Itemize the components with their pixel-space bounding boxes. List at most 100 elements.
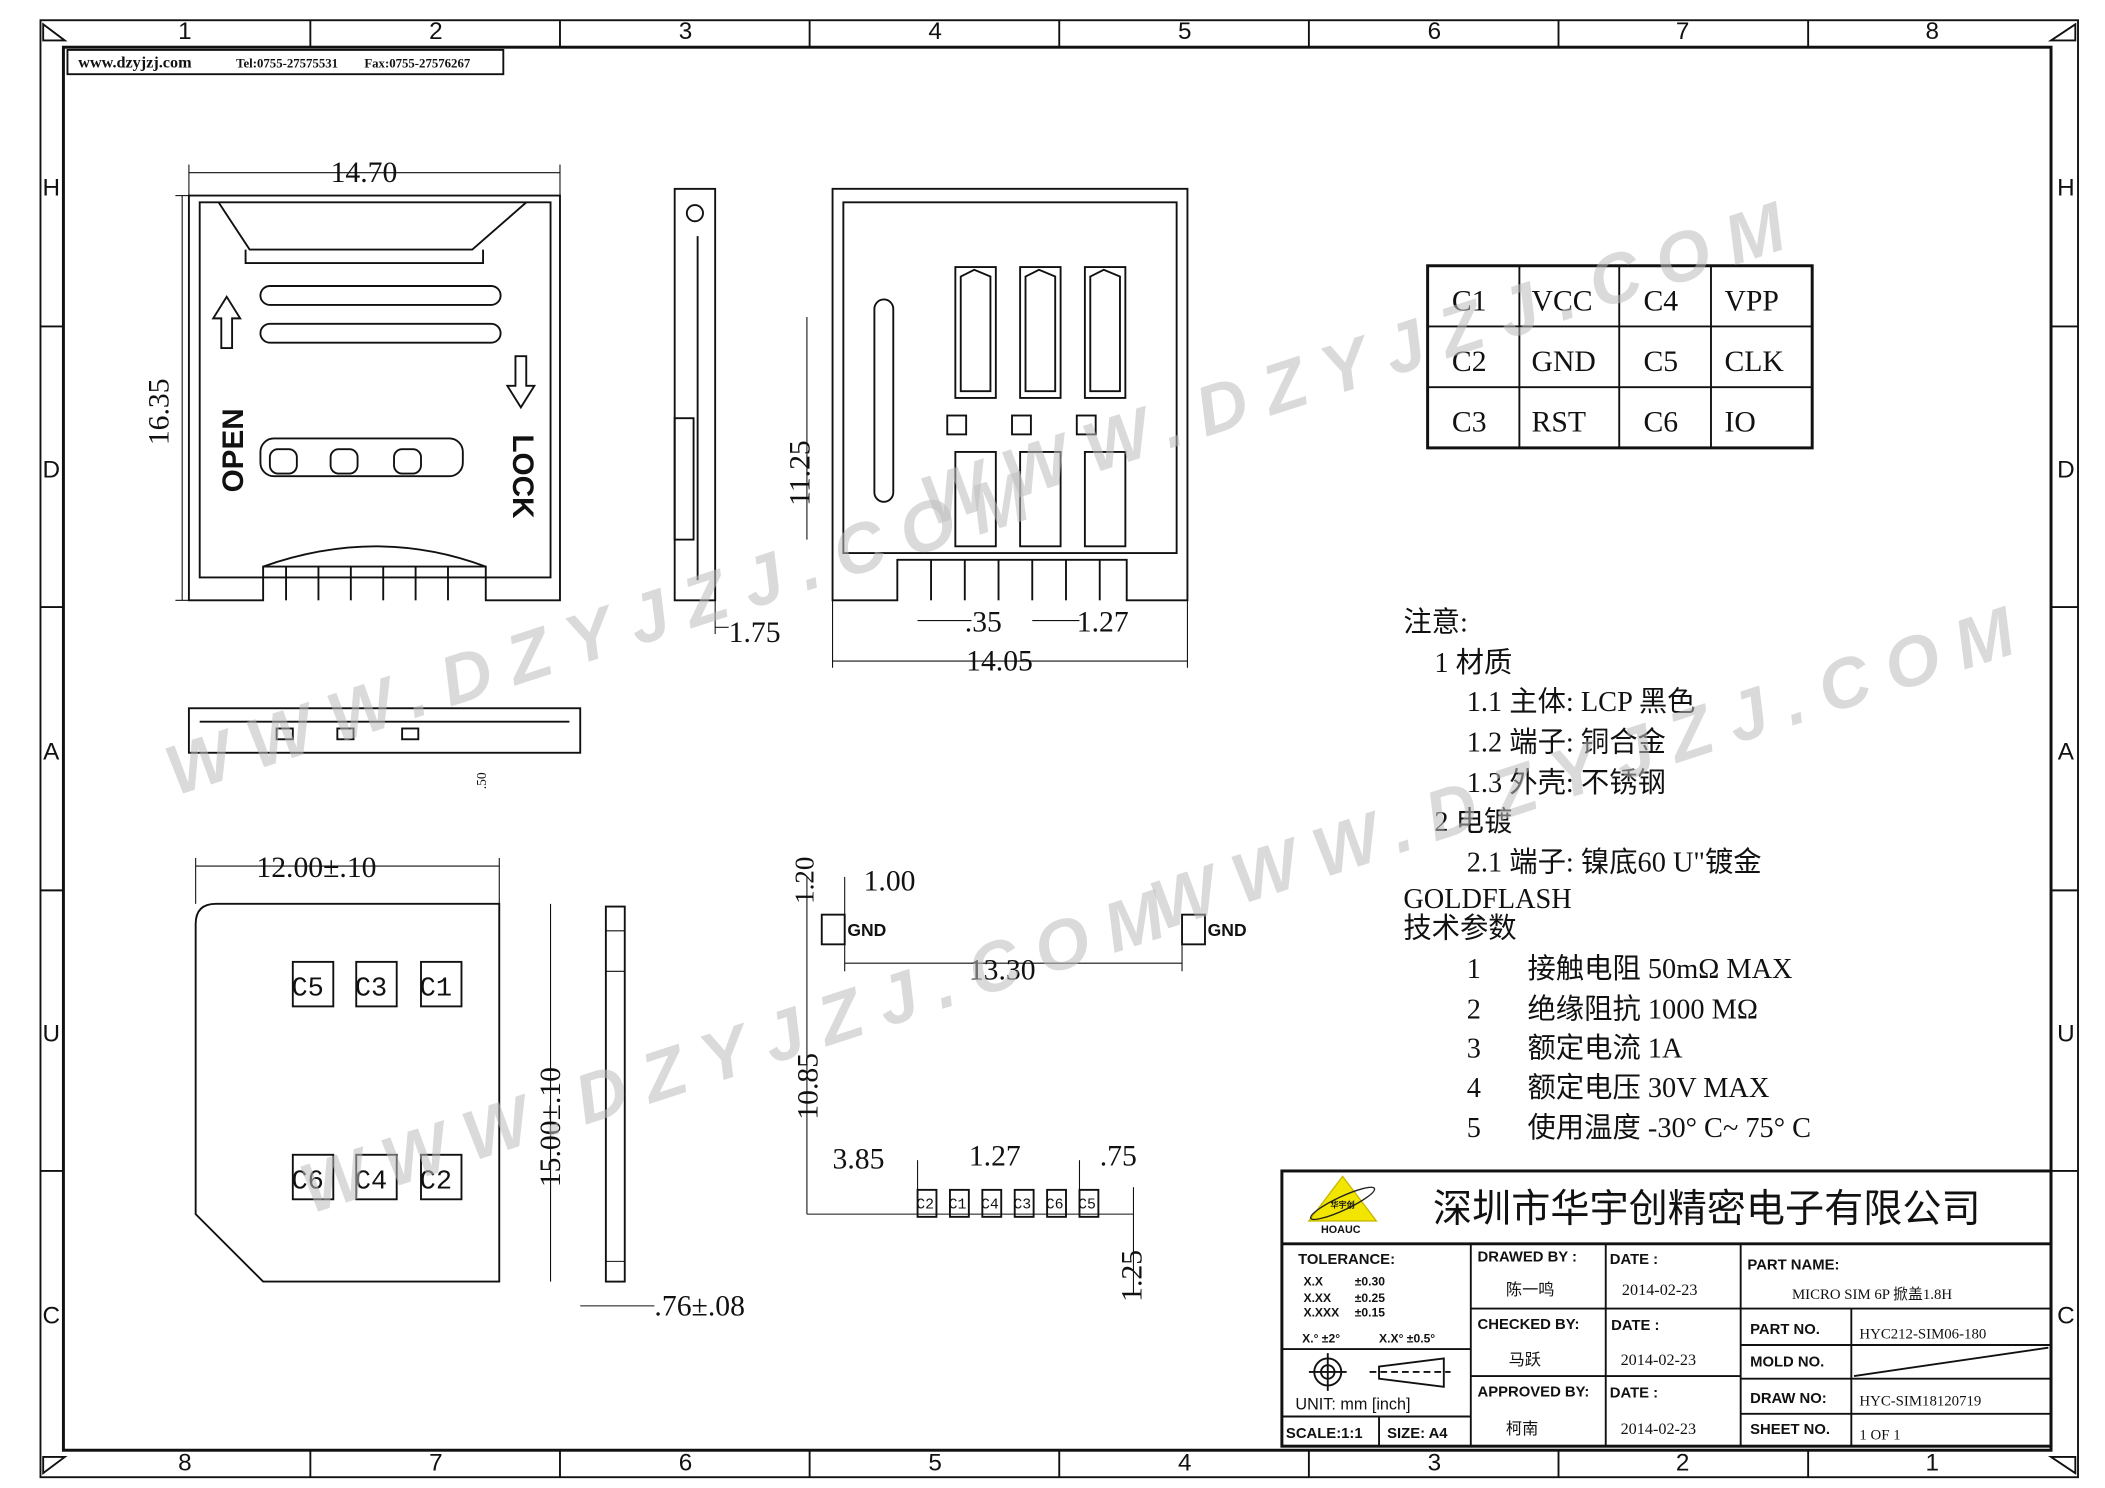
tol-key: X.XX — [1303, 1291, 1331, 1305]
inner-frame — [61, 45, 2053, 1452]
param-num: 1 — [1467, 954, 1481, 985]
dim-bottom-pitch: .35 — [965, 606, 1002, 638]
tol-key: X.X — [1303, 1275, 1323, 1289]
note-line: GOLDFLASH — [1403, 884, 1571, 915]
grid-col-bottom: 5 — [928, 1449, 942, 1476]
tol-val: ±0.15 — [1355, 1306, 1386, 1320]
title-block — [1280, 1169, 2053, 1448]
grid-col-top: 4 — [928, 18, 942, 45]
param-text: 接触电阻 50mΩ MAX — [1527, 953, 1792, 985]
notes: 注意: 1 材质 1.1 主体: LCP 黑色 1.2 端子: 铜合金 1.3 … — [1403, 606, 1811, 1144]
note-line: 1.3 外壳: 不锈钢 — [1467, 767, 1666, 799]
date-approved: 2014-02-23 — [1621, 1420, 1697, 1438]
card-contact: C1 — [420, 975, 452, 1005]
grid-row-right: A — [2058, 739, 2075, 766]
grid-row-right: D — [2057, 457, 2075, 484]
dim-side: 1.75 — [729, 617, 781, 649]
pin-cell: C2 — [1452, 346, 1487, 378]
tol-key: X.XXX — [1303, 1306, 1339, 1320]
grid-col-bottom: 7 — [429, 1449, 443, 1476]
dim-127: 1.27 — [969, 1141, 1021, 1173]
pad-label: C5 — [1078, 1198, 1096, 1214]
sim-card-view — [194, 857, 655, 1307]
draw-no: HYC-SIM18120719 — [1859, 1394, 1981, 1410]
notes-title: 注意: — [1403, 606, 1468, 638]
dim-card-thickness: .76±.08 — [654, 1290, 744, 1322]
card-contact: C6 — [291, 1168, 323, 1198]
pad-label: C2 — [916, 1198, 934, 1214]
dim-1085: 10.85 — [793, 1053, 825, 1120]
label-open: OPEN — [217, 408, 250, 492]
pad-label: C6 — [1046, 1198, 1064, 1214]
grid-col-top: 6 — [1428, 18, 1442, 45]
dim-bottom-pitch2: 1.27 — [1077, 606, 1129, 638]
pin-cell: C3 — [1452, 407, 1487, 439]
dim-top-width: 14.70 — [331, 157, 398, 189]
approved-by-label: APPROVED BY: — [1478, 1384, 1590, 1400]
grid-row-right: C — [2057, 1302, 2075, 1329]
pad-label: C3 — [1013, 1198, 1031, 1214]
watermarks: WWW.DZYJZJ.COM WWW.DZYJZJ.COM WWW.DZYJZJ… — [156, 181, 2042, 1229]
pin-cell: CLK — [1724, 346, 1784, 378]
note-line: 1.2 端子: 铜合金 — [1467, 726, 1666, 758]
sheet-no: 1 OF 1 — [1859, 1427, 1900, 1443]
note-line: 1 材质 — [1434, 647, 1512, 679]
top-view — [175, 164, 561, 602]
gnd-left: GND — [847, 920, 886, 940]
pin-cell: C4 — [1644, 285, 1679, 317]
grid-row-left: D — [43, 457, 61, 484]
dim-120: 1.20 — [790, 857, 820, 904]
tol-val: ±0.30 — [1355, 1275, 1386, 1289]
pin-cell: RST — [1532, 407, 1586, 439]
pad-label: C4 — [981, 1198, 999, 1214]
param-text: 使用温度 -30° C~ 75° C — [1527, 1112, 1811, 1144]
pin-cell: C5 — [1644, 346, 1679, 378]
checked-by: 马跃 — [1509, 1351, 1541, 1369]
checked-by-label: CHECKED BY: — [1478, 1317, 1580, 1333]
param-num: 5 — [1467, 1113, 1481, 1144]
scale: SCALE:1:1 — [1286, 1426, 1363, 1442]
param-num: 4 — [1467, 1073, 1481, 1104]
dim-125: 1.25 — [1117, 1250, 1149, 1302]
tolerance-label: TOLERANCE: — [1298, 1252, 1395, 1268]
bottom-view — [806, 187, 1189, 668]
date-label: DATE : — [1611, 1318, 1659, 1334]
param-text: 额定电压 30V MAX — [1527, 1072, 1769, 1104]
grid-col-bottom: 1 — [1926, 1449, 1940, 1476]
header-fax: Fax:0755-27576267 — [364, 56, 471, 70]
side-view — [673, 187, 729, 635]
card-contact: C3 — [355, 975, 387, 1005]
pin-cell: C6 — [1644, 407, 1679, 439]
pin-cell: VPP — [1724, 285, 1778, 317]
dim-385: 3.85 — [833, 1143, 885, 1175]
grid-col-bottom: 8 — [178, 1449, 192, 1476]
approved-by: 柯南 — [1506, 1420, 1538, 1438]
card-contact: C2 — [420, 1168, 452, 1198]
part-no-label: PART NO. — [1750, 1322, 1820, 1338]
grid-col-bottom: 6 — [679, 1449, 693, 1476]
dim-75: .75 — [1100, 1141, 1137, 1173]
drawed-by: 陈一鸣 — [1506, 1281, 1555, 1299]
dim-top-height: 16.35 — [144, 378, 176, 445]
part-name-label: PART NAME: — [1747, 1257, 1839, 1273]
pin-cell: C1 — [1452, 285, 1487, 317]
size: SIZE: A4 — [1387, 1426, 1448, 1442]
company-name: 深圳市华宇创精密电子有限公司 — [1433, 1188, 1981, 1231]
part-name: MICRO SIM 6P 掀盖1.8H — [1792, 1286, 1952, 1303]
angle-tol: X.X° ±0.5° — [1379, 1331, 1435, 1345]
grid-row-left: U — [43, 1020, 61, 1047]
pin-cell: IO — [1724, 407, 1755, 439]
header-tel: Tel:0755-27575531 — [236, 56, 338, 70]
pin-table — [1426, 264, 1814, 450]
logo-text: HOAUC — [1321, 1224, 1361, 1236]
grid-row-left: A — [43, 739, 60, 766]
grid-row-right: H — [2057, 175, 2075, 202]
date-checked: 2014-02-23 — [1621, 1351, 1697, 1369]
header-box — [66, 48, 505, 76]
grid-row-right: U — [2057, 1020, 2075, 1047]
param-num: 2 — [1467, 995, 1481, 1026]
watermark: WWW.DZYJZJ.COM — [1141, 585, 2042, 945]
sheet-no-label: SHEET NO. — [1750, 1422, 1830, 1438]
watermark: WWW.DZYJZJ.COM — [156, 450, 1057, 810]
